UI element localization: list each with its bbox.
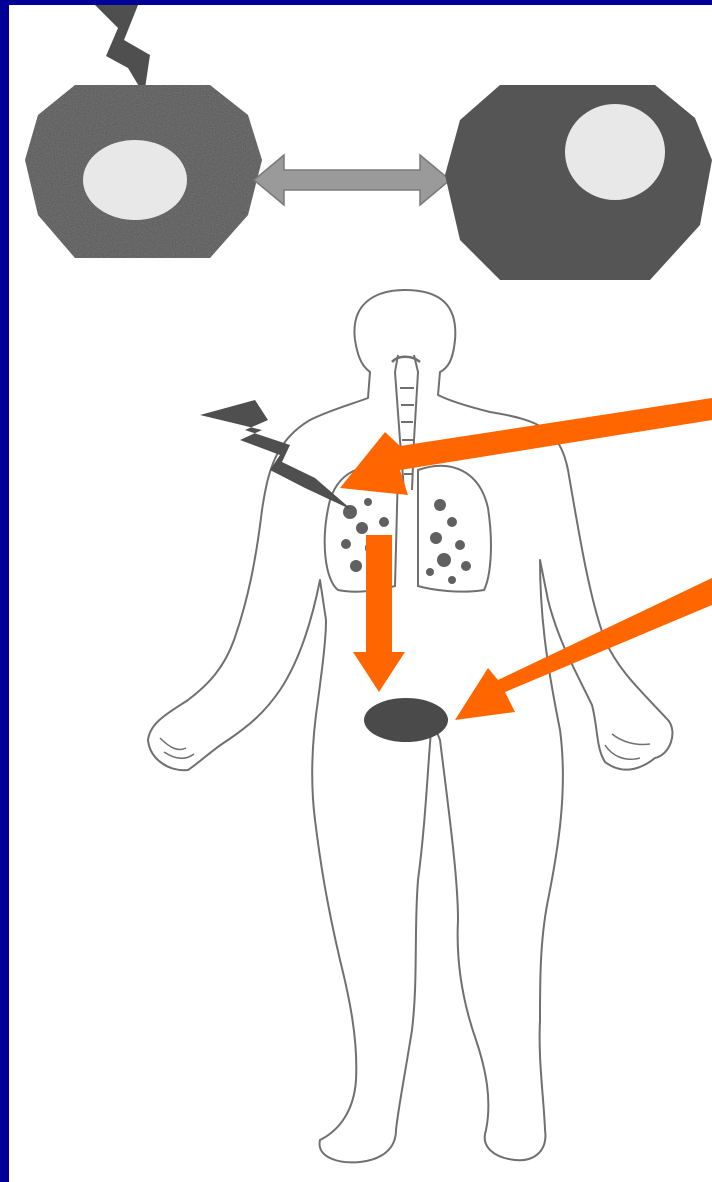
bystander-cell bbox=[445, 85, 712, 280]
orange-arrow-icon bbox=[340, 398, 712, 495]
diagram-frame bbox=[9, 5, 712, 1182]
bystander-effect-diagram bbox=[9, 5, 712, 1182]
cell-nucleus bbox=[83, 140, 187, 220]
distant-organ bbox=[364, 698, 448, 742]
irradiated-cell bbox=[25, 85, 262, 258]
orange-arrow-icon bbox=[455, 578, 712, 720]
double-headed-arrow bbox=[254, 155, 450, 205]
cell-nucleus bbox=[565, 104, 665, 200]
